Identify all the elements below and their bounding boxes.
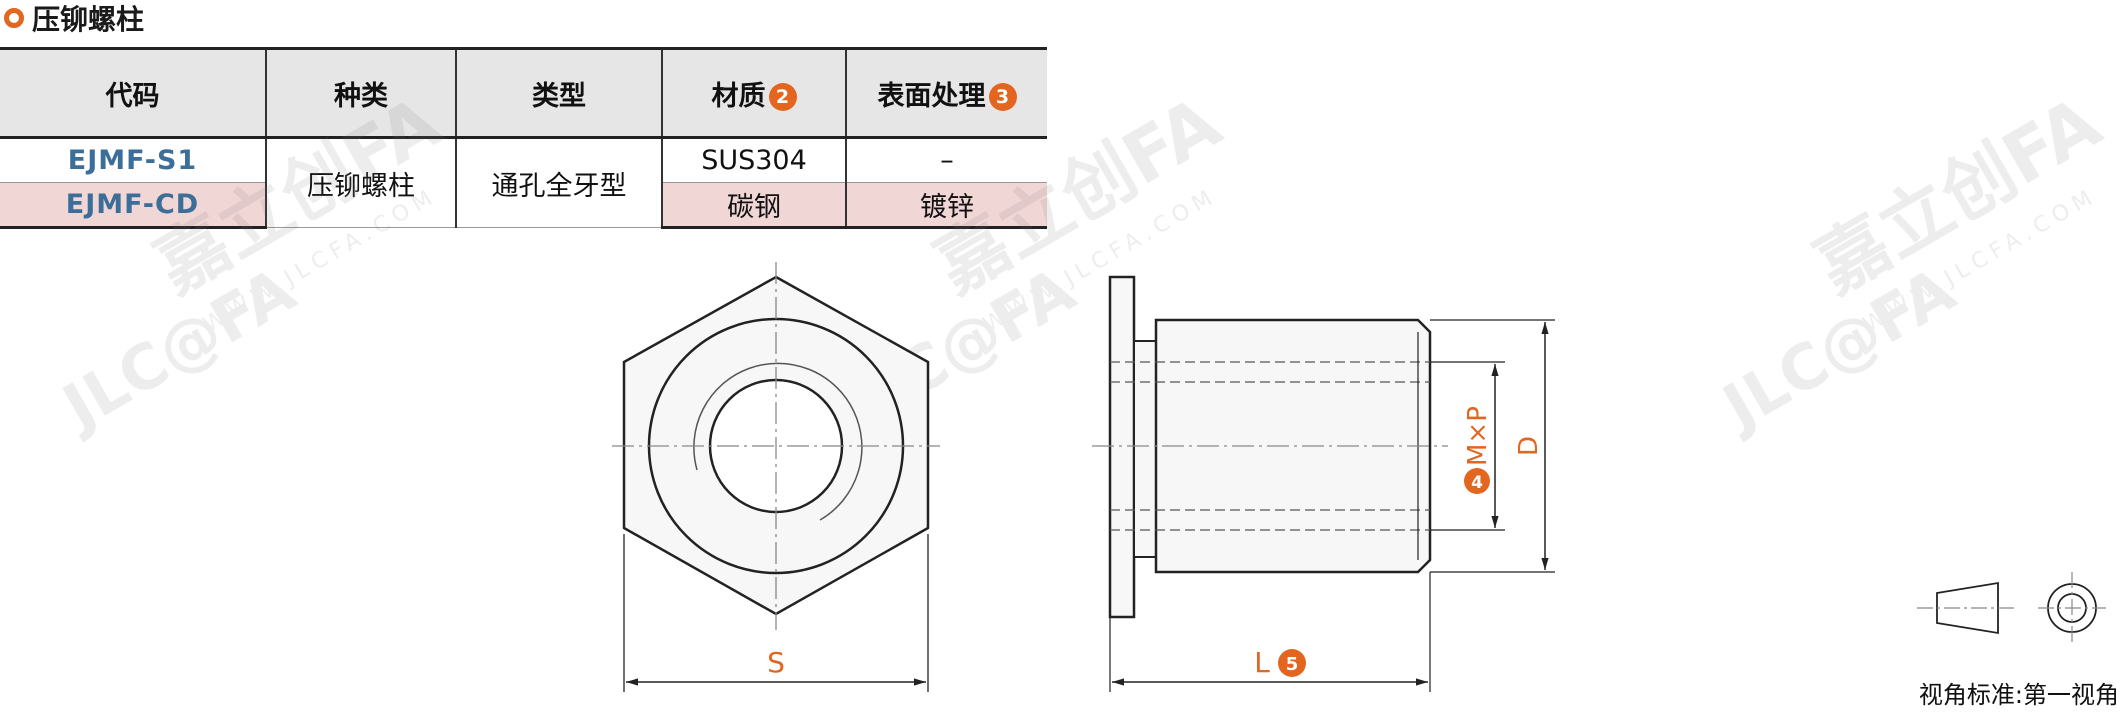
cell-finish: –: [846, 137, 1047, 183]
finish-note-badge: 3: [988, 83, 1017, 111]
table-row: EJMF-S1 压铆螺柱 通孔全牙型 SUS304 –: [0, 137, 1047, 228]
header-kind: 种类: [266, 47, 457, 139]
cell-material: 碳钢: [662, 182, 847, 229]
hex-front-view: [612, 262, 940, 692]
mxp-note-badge: 4: [1471, 473, 1483, 493]
circle-bullet-icon: [4, 8, 24, 28]
dim-d-label: D: [1514, 436, 1544, 456]
cell-material: SUS304: [662, 137, 847, 183]
view-standard-label: 视角标准:第一视角: [1918, 681, 2119, 709]
projection-symbol: [1917, 572, 2106, 644]
cell-code: EJMF-S1: [0, 137, 267, 183]
table-row: EJMF-CD 碳钢 镀锌: [0, 182, 1047, 229]
thread-arc: [693, 362, 863, 521]
flange: [1108, 275, 1136, 619]
section-title-text: 压铆螺柱: [32, 3, 145, 36]
l-note-badge: 5: [1286, 654, 1299, 675]
header-code: 代码: [0, 47, 267, 139]
material-note-badge: 2: [768, 83, 797, 111]
dim-mxp-label: M×P: [1463, 406, 1493, 466]
header-type: 类型: [456, 47, 663, 139]
side-view: [1092, 275, 1555, 692]
mxp-note-badge-circle: [1464, 468, 1490, 494]
watermark-left: JLC@FA 嘉立创FA WWW.JLCFA.COM: [48, 80, 455, 445]
dim-mxp-group: 4 M×P: [1463, 406, 1493, 494]
cell-finish: 镀锌: [846, 182, 1047, 229]
neck: [1133, 340, 1157, 558]
cell-type: 通孔全牙型: [456, 137, 663, 228]
body: [1154, 318, 1432, 574]
dim-s-label: S: [767, 646, 785, 679]
dim-l-label: L: [1254, 646, 1270, 679]
cell-kind: 压铆螺柱: [266, 137, 457, 228]
l-note-badge-circle: [1278, 649, 1306, 677]
section-title: 压铆螺柱: [4, 2, 144, 36]
watermark-right: JLC@FA 嘉立创FA WWW.JLCFA.COM: [1708, 80, 2115, 445]
cell-code: EJMF-CD: [0, 182, 267, 229]
